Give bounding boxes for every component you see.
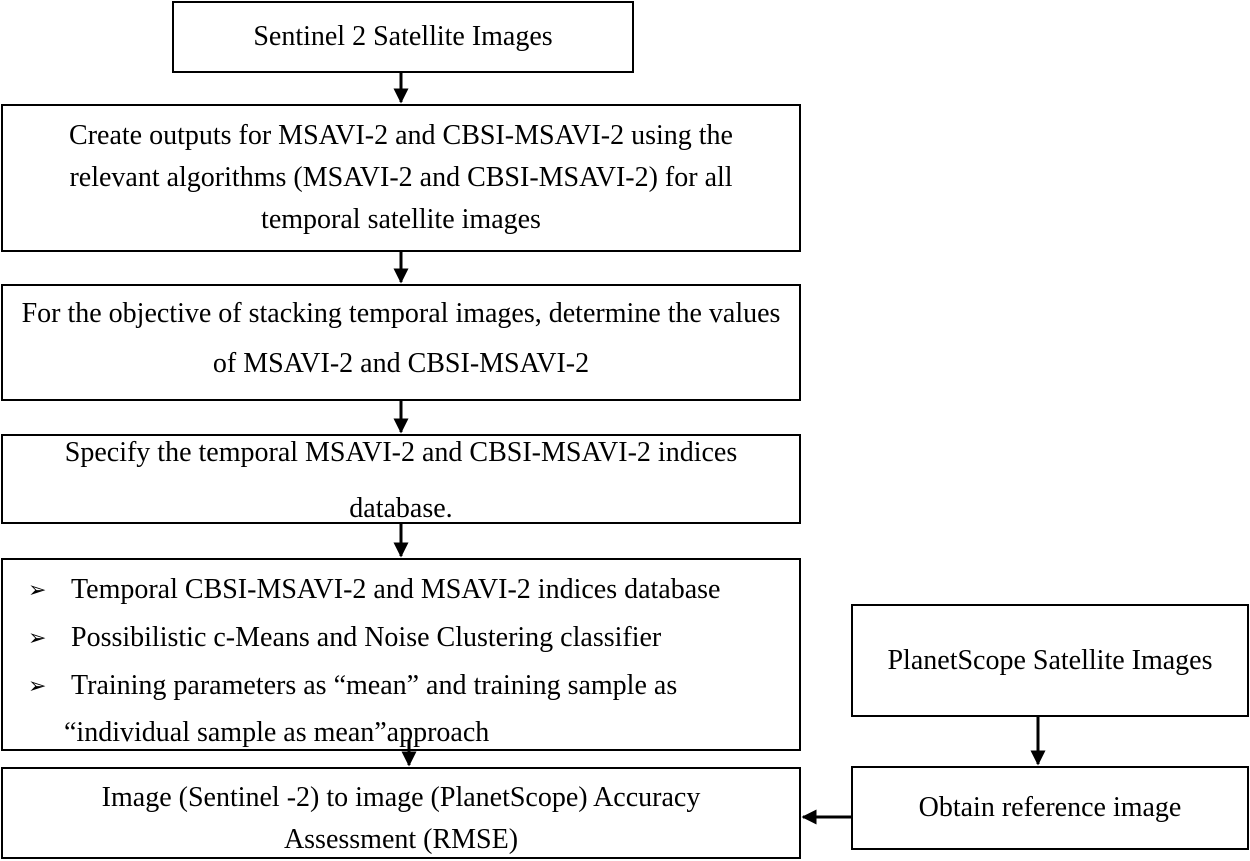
planetscope-images-box: PlanetScope Satellite Images bbox=[851, 604, 1249, 717]
create-outputs-label: Create outputs for MSAVI-2 and CBSI-MSAV… bbox=[69, 120, 733, 235]
bullet-arrow-icon: ➢ bbox=[28, 625, 47, 650]
list-item: ➢ Temporal CBSI-MSAVI-2 and MSAVI-2 indi… bbox=[28, 566, 793, 614]
create-outputs-box: Create outputs for MSAVI-2 and CBSI-MSAV… bbox=[1, 104, 801, 252]
reference-image-label: Obtain reference image bbox=[918, 792, 1182, 823]
accuracy-assessment-box: Image (Sentinel -2) to image (PlanetScop… bbox=[1, 767, 801, 859]
determine-values-box: For the objective of stacking temporal i… bbox=[1, 284, 801, 401]
bullet-text: Temporal CBSI-MSAVI-2 and MSAVI-2 indice… bbox=[71, 574, 721, 605]
accuracy-assessment-label: Image (Sentinel -2) to image (PlanetScop… bbox=[101, 782, 701, 855]
specify-database-label: Specify the temporal MSAVI-2 and CBSI-MS… bbox=[64, 437, 738, 524]
sentinel-images-label: Sentinel 2 Satellite Images bbox=[253, 21, 553, 52]
classification-list: ➢ Temporal CBSI-MSAVI-2 and MSAVI-2 indi… bbox=[28, 566, 793, 756]
list-item-continuation: “individual sample as mean”approach bbox=[28, 710, 793, 756]
bullet-arrow-icon: ➢ bbox=[28, 577, 47, 602]
bullet-text: Possibilistic c-Means and Noise Clusteri… bbox=[71, 622, 662, 653]
planetscope-images-label: PlanetScope Satellite Images bbox=[887, 644, 1213, 676]
bullet-text: Training parameters as “mean” and traini… bbox=[71, 670, 678, 701]
specify-database-box: Specify the temporal MSAVI-2 and CBSI-MS… bbox=[1, 434, 801, 524]
bullet-text: “individual sample as mean”approach bbox=[64, 717, 490, 748]
classification-box: ➢ Temporal CBSI-MSAVI-2 and MSAVI-2 indi… bbox=[1, 558, 801, 751]
reference-image-box: Obtain reference image bbox=[851, 766, 1249, 850]
list-item: ➢ Possibilistic c-Means and Noise Cluste… bbox=[28, 614, 793, 662]
sentinel-images-box: Sentinel 2 Satellite Images bbox=[172, 1, 634, 73]
determine-values-label: For the objective of stacking temporal i… bbox=[21, 297, 781, 379]
list-item: ➢ Training parameters as “mean” and trai… bbox=[28, 662, 793, 710]
bullet-arrow-icon: ➢ bbox=[28, 673, 47, 698]
